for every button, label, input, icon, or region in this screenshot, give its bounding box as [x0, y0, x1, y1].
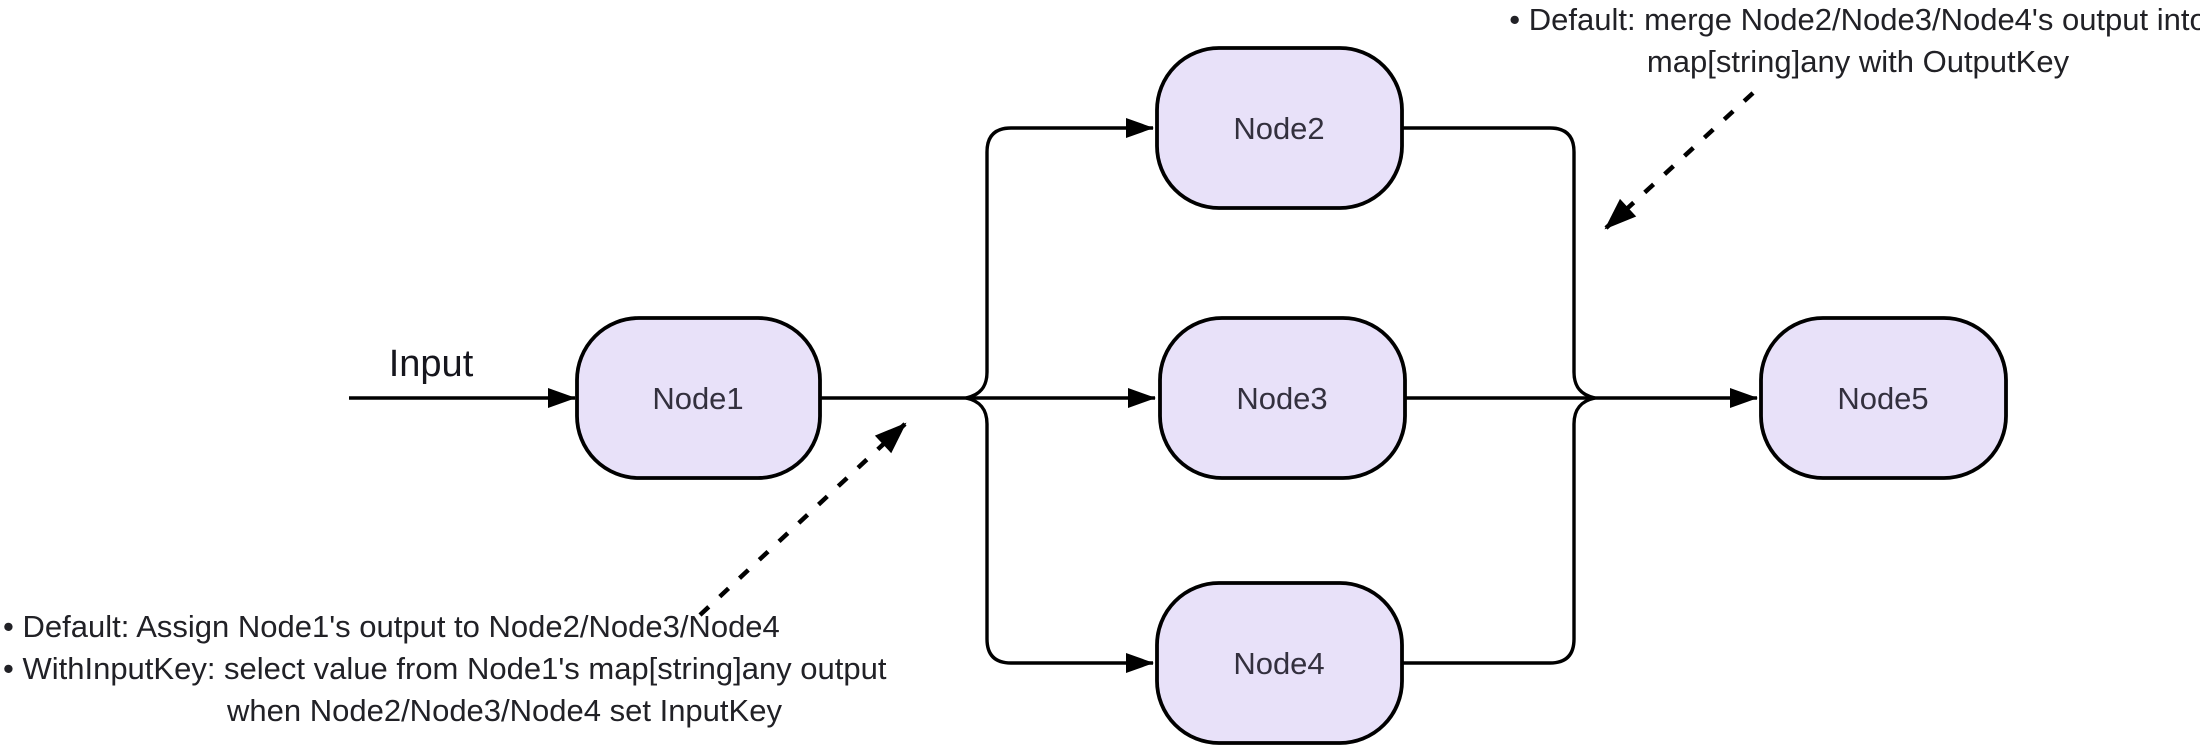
- input-edge-label: Input: [389, 343, 474, 385]
- nodes: Node1 Node2 Node3 Node4 Node5: [575, 46, 2008, 745]
- assign-note-line-2: • WithInputKey: select value from Node1'…: [3, 651, 887, 686]
- assign-note-dashed-arrow: [698, 422, 907, 617]
- connectors: [349, 118, 1758, 673]
- node1-label: Node1: [652, 381, 743, 416]
- assign-note-line-1: • Default: Assign Node1's output to Node…: [3, 609, 780, 644]
- node1-shape: [575, 316, 822, 480]
- edge-node1-to-node2: [965, 118, 1154, 400]
- edge-node2-to-merge: [1402, 126, 1596, 400]
- node-node3: Node3: [1158, 316, 1407, 480]
- edge-node4-to-merge: [1402, 396, 1596, 665]
- node4-label: Node4: [1233, 646, 1324, 681]
- node3-shape: [1158, 316, 1407, 480]
- merge-note-line-2: map[string]any with OutputKey: [1647, 44, 2070, 79]
- node-node2: Node2: [1155, 46, 1404, 210]
- node3-label: Node3: [1236, 381, 1327, 416]
- assign-note-line-3: when Node2/Node3/Node4 set InputKey: [226, 693, 782, 728]
- node-node1: Node1: [575, 316, 822, 480]
- merge-note: • Default: merge Node2/Node3/Node4's out…: [1509, 2, 2200, 79]
- merge-note-dashed-arrow: [1604, 91, 1755, 230]
- annotation-arrows: [698, 91, 1755, 617]
- node2-label: Node2: [1233, 111, 1324, 146]
- edge-node1-to-node4: [965, 396, 1154, 673]
- node4-shape: [1155, 581, 1404, 745]
- assign-note: • Default: Assign Node1's output to Node…: [3, 609, 887, 728]
- node2-shape: [1155, 46, 1404, 210]
- node-node4: Node4: [1155, 581, 1404, 745]
- node5-label: Node5: [1837, 381, 1928, 416]
- node-node5: Node5: [1759, 316, 2008, 480]
- merge-note-line-1: • Default: merge Node2/Node3/Node4's out…: [1509, 2, 2200, 37]
- node5-shape: [1759, 316, 2008, 480]
